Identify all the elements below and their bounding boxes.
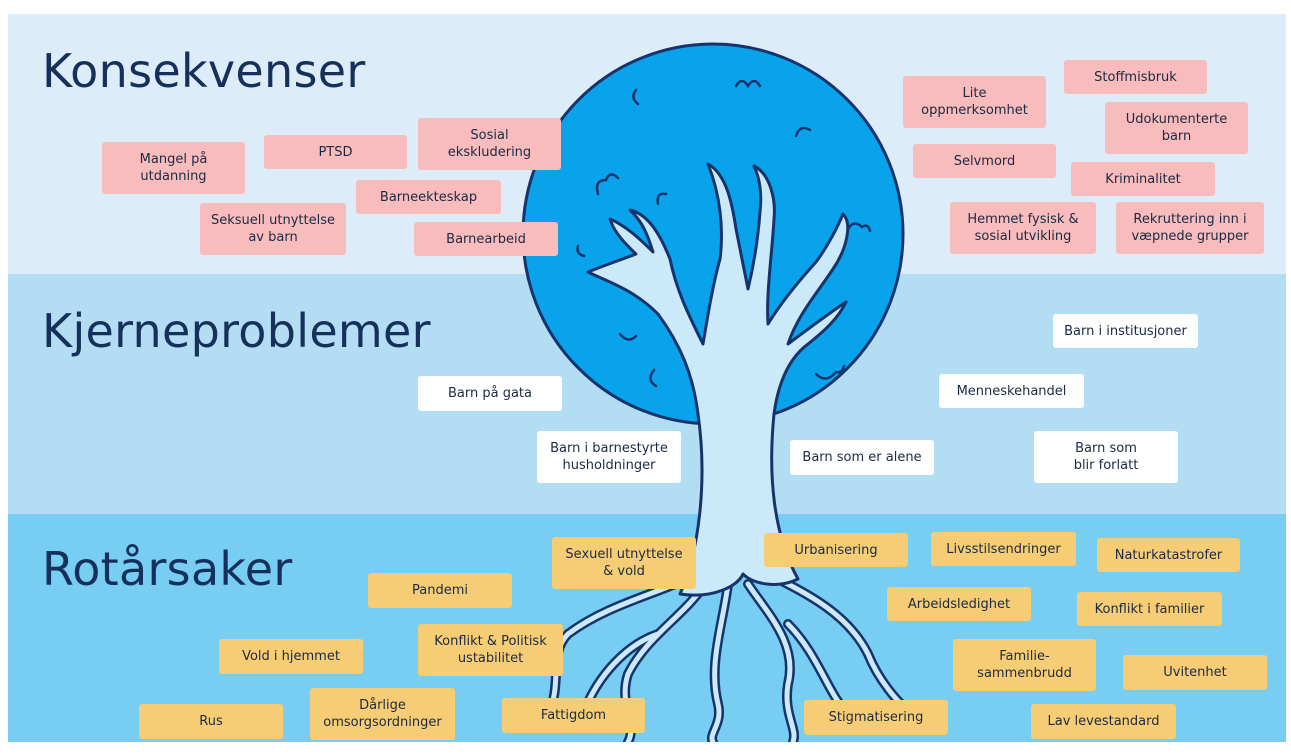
consequence-box: Barneekteskap <box>356 180 501 214</box>
consequence-box: Sosial ekskludering <box>418 118 561 170</box>
core-problem-box: Menneskehandel <box>939 374 1084 408</box>
section-title-consequences: Konsekvenser <box>42 44 366 98</box>
consequence-box: Selvmord <box>913 144 1056 178</box>
core-problem-box: Barn på gata <box>418 376 562 411</box>
root-cause-box: Arbeidsledighet <box>887 587 1031 621</box>
consequence-box: Barnearbeid <box>414 222 558 256</box>
consequence-box: Mangel på utdanning <box>102 142 245 194</box>
consequence-box: Rekruttering inn i væpnede grupper <box>1116 202 1264 254</box>
crown-leaf-marks <box>576 79 872 388</box>
core-problem-box: Barn som er alene <box>790 440 934 475</box>
root-cause-box: Vold i hjemmet <box>219 639 363 674</box>
tree-illustration <box>521 42 918 742</box>
root-cause-box: Pandemi <box>368 573 512 608</box>
core-problem-box: Barn i institusjoner <box>1053 314 1198 348</box>
root-cause-box: Sexuell utnyttelse & vold <box>552 537 696 589</box>
root-cause-box: Familie- sammenbrudd <box>953 639 1096 691</box>
consequence-box: Hemmet fysisk & sosial utvikling <box>950 202 1096 254</box>
root-cause-box: Lav levestandard <box>1031 704 1176 739</box>
consequence-box: PTSD <box>264 135 407 169</box>
consequence-box: Kriminalitet <box>1071 162 1215 196</box>
root-cause-box: Konflikt i familier <box>1077 592 1222 626</box>
tree-trunk <box>586 162 850 597</box>
root-cause-box: Rus <box>139 704 283 739</box>
core-problem-box: Barn som blir forlatt <box>1034 431 1178 483</box>
core-problem-box: Barn i barnestyrte husholdninger <box>537 431 681 483</box>
consequence-box: Lite oppmerksomhet <box>903 76 1046 128</box>
section-title-core-problems: Kjerneproblemer <box>42 304 431 358</box>
root-cause-box: Urbanisering <box>764 533 908 567</box>
consequence-box: Udokumenterte barn <box>1105 102 1248 154</box>
consequence-box: Seksuell utnyttelse av barn <box>200 203 346 255</box>
root-cause-box: Konflikt & Politisk ustabilitet <box>418 624 563 676</box>
root-cause-box: Stigmatisering <box>804 700 948 735</box>
root-cause-box: Uvitenhet <box>1123 655 1267 690</box>
root-cause-box: Dårlige omsorgsordninger <box>310 688 455 740</box>
section-title-root-causes: Rotårsaker <box>42 542 293 596</box>
root-cause-box: Fattigdom <box>502 698 645 733</box>
root-cause-box: Naturkatastrofer <box>1097 538 1240 572</box>
root-cause-box: Livsstilsendringer <box>931 532 1076 566</box>
consequence-box: Stoffmisbruk <box>1064 60 1207 94</box>
diagram-canvas: Konsekvenser Kjerneproblemer Rotårsaker … <box>8 14 1286 742</box>
